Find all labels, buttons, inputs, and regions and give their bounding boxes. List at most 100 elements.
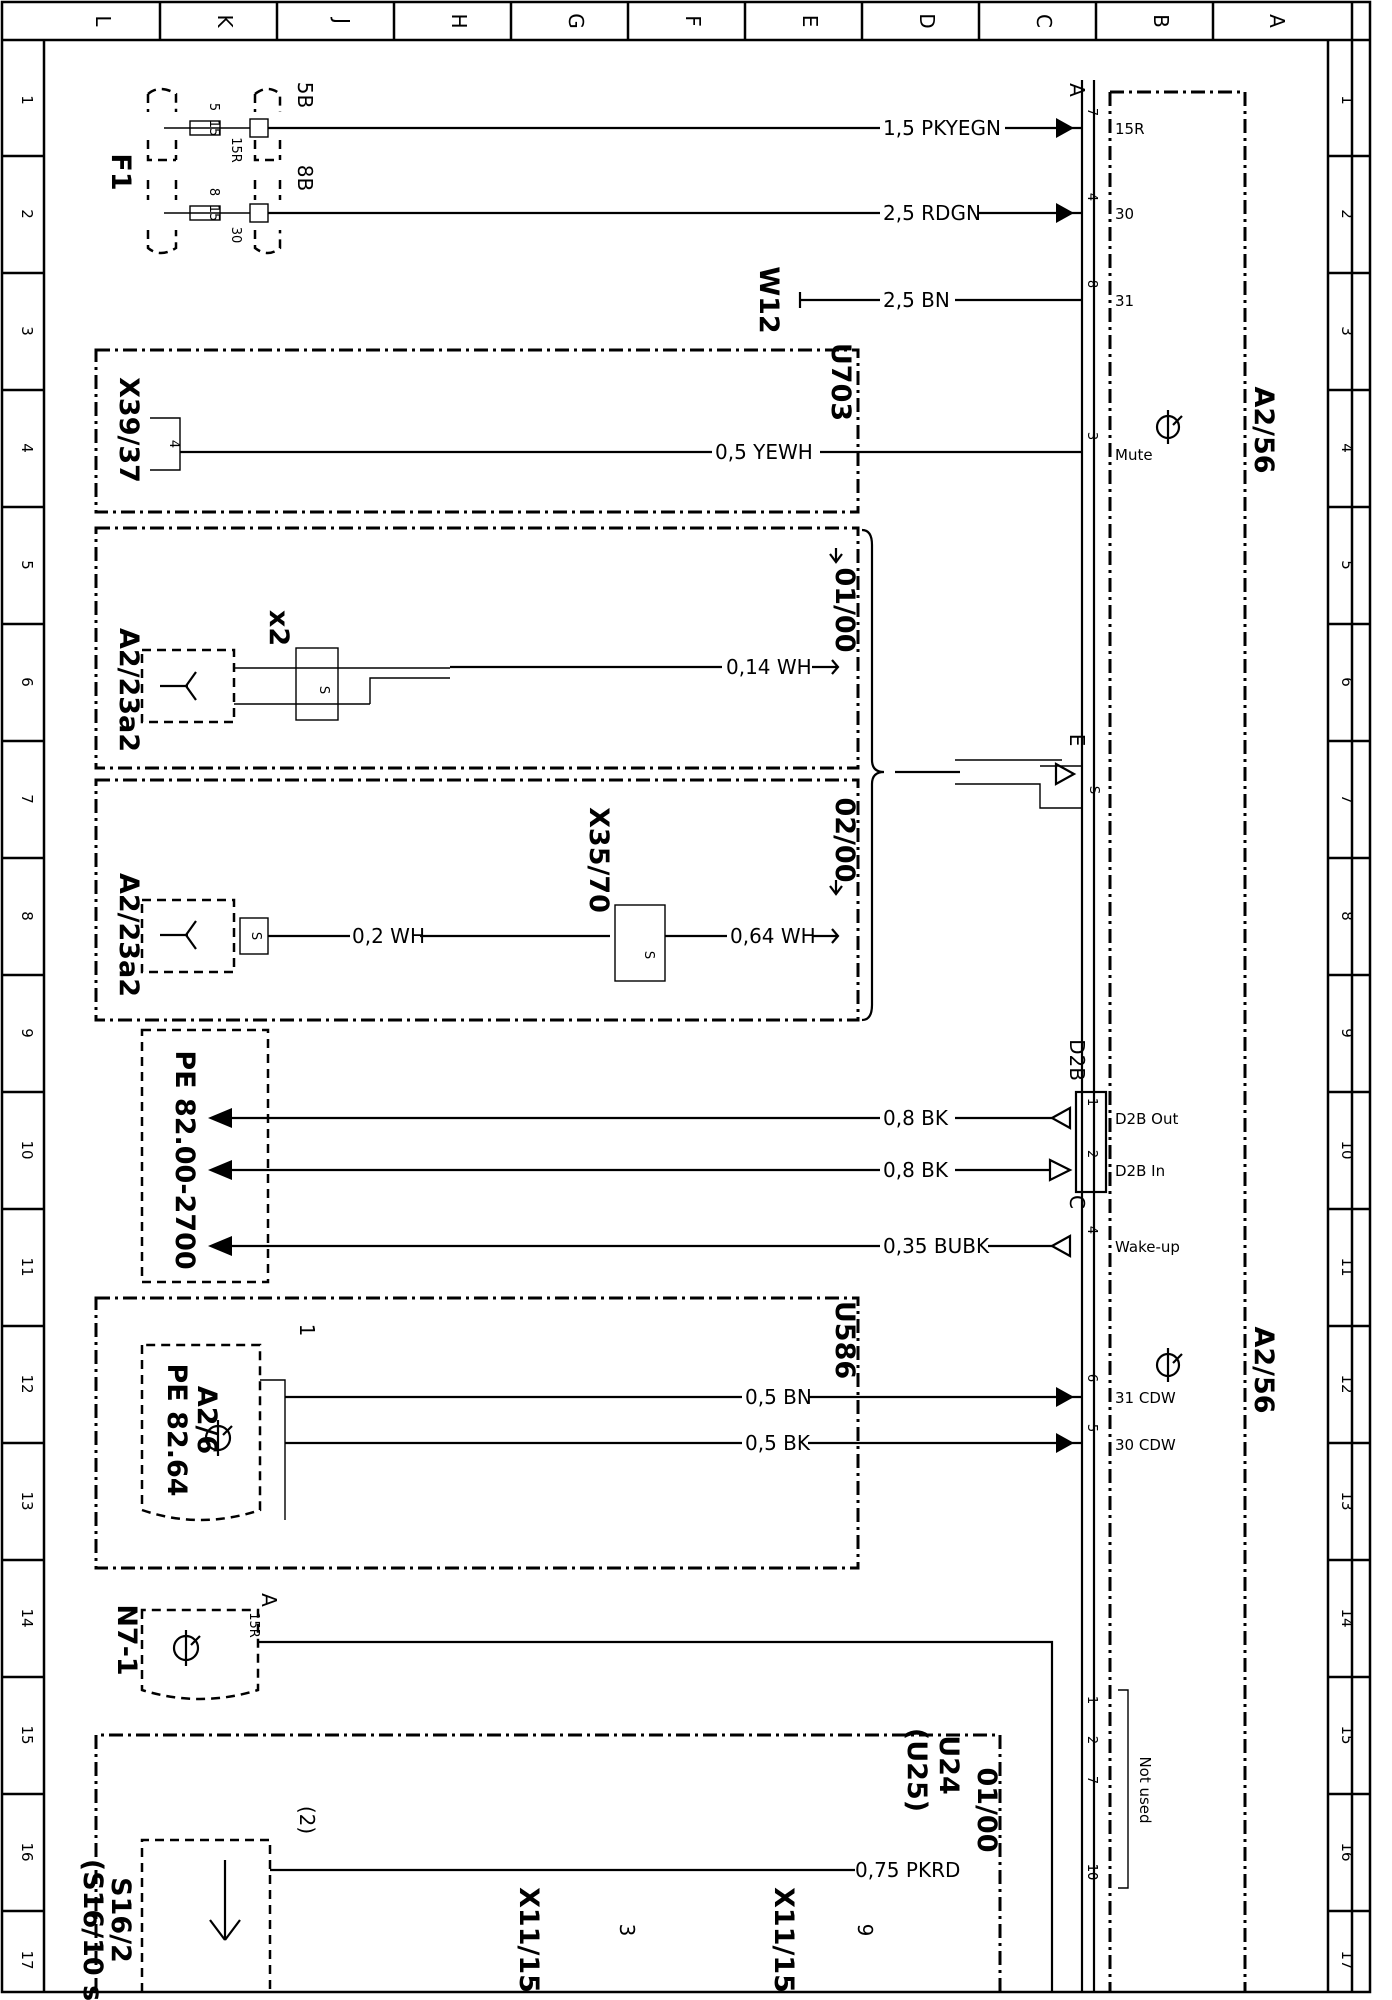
- row-label: 15: [1338, 1725, 1356, 1744]
- row-label: 11: [18, 1257, 36, 1276]
- wire-label: 2,5 BN: [883, 288, 950, 312]
- shield-mark: S: [316, 686, 331, 694]
- wire-label: 0,5 BK: [745, 1431, 811, 1455]
- connector-a-label: A: [1065, 83, 1089, 97]
- row-label: 12: [1338, 1374, 1356, 1393]
- antenna-box-0200: 02/00 A2/23a2 S 0,2 WH X35/70 S 0,64 WH: [94, 778, 860, 1022]
- u24-label: U24: [933, 1735, 964, 1795]
- col-label: G: [564, 13, 588, 29]
- ground-symbol-icon: [1155, 1348, 1183, 1382]
- pin-signal: 15R: [1115, 120, 1145, 138]
- wire-label: 0,75 PKRD: [855, 1858, 960, 1882]
- wire-label: 1,5 PKYEGN: [883, 116, 1001, 140]
- row-label: 16: [18, 1842, 36, 1861]
- pin-number: 5: [1084, 1424, 1099, 1432]
- row-label: 4: [1338, 443, 1356, 453]
- shield-mark: S: [248, 932, 263, 940]
- u24-box: U24 (U25) 01/00 (2) S16/2 (S16/10 s 0,75…: [77, 1728, 1099, 2000]
- connector-c-label: C: [1065, 1195, 1089, 1209]
- wire-d2b-in: 0,8 BK 2 D2B In: [208, 1150, 1165, 1182]
- pin-number: 1: [1084, 1098, 1099, 1106]
- row-label: 17: [1338, 1950, 1356, 1969]
- wire-30: 2,5 RDGN 4 30: [268, 193, 1134, 225]
- s16-2-label: S16/2: [105, 1877, 136, 1963]
- pin-signal: 31: [1115, 292, 1134, 310]
- x11-15-label: X11/15: [513, 1887, 544, 1993]
- pin-number: 2: [1084, 1736, 1099, 1744]
- s16-10-label: (S16/10 s: [77, 1859, 108, 2000]
- x39-pin: 4: [166, 440, 181, 448]
- n7-conn: A: [257, 1593, 281, 1607]
- row-label: 9: [1338, 1028, 1356, 1038]
- a2-23a2-label: A2/23a2: [113, 873, 144, 997]
- row-label: 9: [18, 1028, 36, 1038]
- row-label: 6: [18, 677, 36, 687]
- not-used-label: Not used: [1136, 1756, 1154, 1823]
- d2b-connector: [1074, 1090, 1108, 1194]
- wire-15r: 1,5 PKYEGN 7 15R: [268, 108, 1145, 140]
- wire-wake-up: 0,35 BUBK 4 Wake-up: [208, 1226, 1180, 1258]
- row-label: 14: [1338, 1608, 1356, 1627]
- reference-1: 1: [295, 1324, 319, 1337]
- row-label: 11: [1338, 1257, 1356, 1276]
- pin-number: 8: [1084, 280, 1099, 288]
- n7-pin: 15R: [246, 1612, 261, 1638]
- fuse-terminal-30: 30: [228, 227, 243, 244]
- row-label: 10: [1338, 1140, 1356, 1159]
- pin-signal: Mute: [1115, 446, 1153, 464]
- u586-label: U586: [829, 1301, 860, 1379]
- pin-signal: D2B Out: [1115, 1110, 1178, 1128]
- reference-9: 9: [853, 1924, 877, 1937]
- pin-number: 1: [1084, 1696, 1099, 1704]
- w12-label: W12: [753, 266, 784, 333]
- wire-label: 0,35 BUBK: [883, 1234, 990, 1258]
- row-label: 7: [18, 794, 36, 804]
- row-label: 7: [1338, 794, 1356, 804]
- col-label: D: [915, 13, 939, 28]
- row-label: 5: [1338, 560, 1356, 570]
- col-label: E: [798, 15, 822, 28]
- a2-56-label: A2/56: [1248, 386, 1279, 473]
- variant-code: 01/00: [971, 1767, 1002, 1852]
- wire-label: 0,14 WH: [726, 655, 812, 679]
- x35-70-label: X35/70: [583, 807, 614, 913]
- harness-bracket: S: [861, 528, 1101, 1022]
- wire-label: 0,8 BK: [883, 1106, 949, 1130]
- pin-number: 7: [1084, 1776, 1099, 1784]
- fuse-block-f1: F1 5B 8B 5 8 15 15 15R 30: [105, 82, 317, 255]
- x2-label: x2: [263, 610, 294, 646]
- pin-number: 10: [1084, 1864, 1099, 1881]
- pin-signal: 31 CDW: [1115, 1389, 1176, 1407]
- row-labels-left: 1 2 3 4 5 6 7 8 9 10 11 12 13 14 15 16 1…: [18, 95, 36, 1969]
- wire-label: 2,5 RDGN: [883, 201, 981, 225]
- row-label: 16: [1338, 1842, 1356, 1861]
- pe-8264-label: PE 82.64: [161, 1363, 192, 1496]
- pin-number: 4: [1084, 1226, 1099, 1234]
- pin-number: 6: [1084, 1374, 1099, 1382]
- pin-signal: 30: [1115, 205, 1134, 223]
- row-label: 14: [18, 1608, 36, 1627]
- col-label: J: [330, 16, 354, 24]
- column-labels: L K J H G F E D C B A: [91, 13, 1289, 29]
- col-label: F: [681, 15, 705, 27]
- row-label: 12: [18, 1374, 36, 1393]
- variant-code: 01/00: [829, 567, 860, 652]
- pin-signal: D2B In: [1115, 1162, 1165, 1180]
- variant-code: 02/00: [829, 797, 860, 882]
- wire-d2b-out: 0,8 BK 1 D2B Out: [208, 1098, 1178, 1130]
- reference-2: (2): [295, 1806, 319, 1834]
- x39-37-label: X39/37: [113, 377, 144, 483]
- pin-number: 3: [1084, 432, 1099, 440]
- pin-number: 4: [1084, 193, 1099, 201]
- pin-number: 10: [1084, 1864, 1099, 1881]
- row-label: 8: [1338, 911, 1356, 921]
- pe-8200-label: PE 82.00-2700: [169, 1050, 200, 1269]
- row-label: 5: [18, 560, 36, 570]
- ground-symbol-icon: [204, 1420, 233, 1456]
- row-label: 13: [18, 1491, 36, 1510]
- row-label: 8: [18, 911, 36, 921]
- wire-31: W12 2,5 BN 8 31: [753, 266, 1134, 333]
- ground-symbol-icon: [1155, 410, 1183, 444]
- wire-label: 0,5 YEWH: [715, 440, 813, 464]
